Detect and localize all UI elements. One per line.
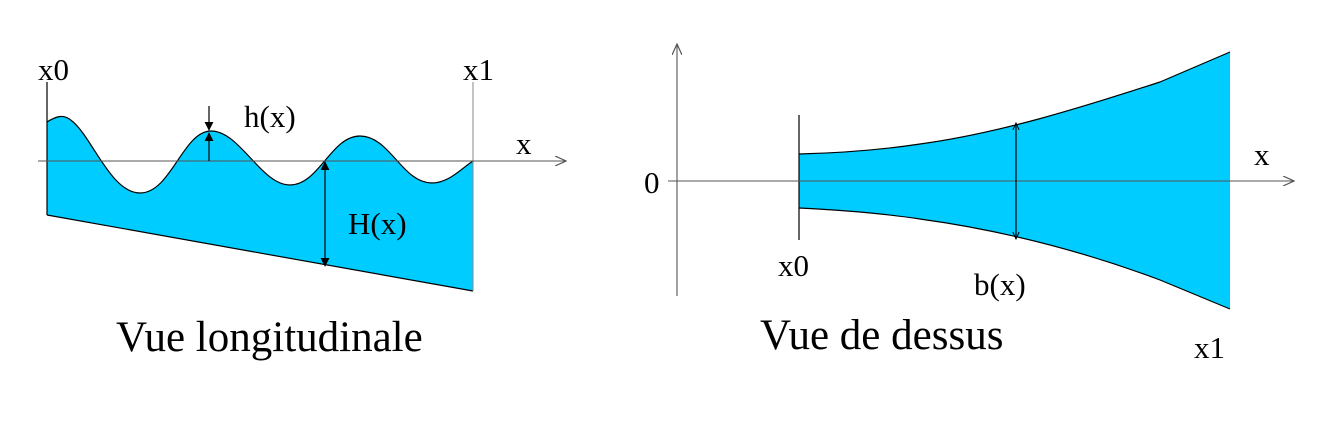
label-x-longitudinal: x: [516, 126, 532, 161]
bed-line: [46, 214, 474, 292]
label-x0-longitudinal: x0: [38, 52, 69, 87]
label-H: H(x): [348, 206, 407, 241]
label-x1-top-view: x1: [1194, 330, 1225, 365]
lower-bank-line: [798, 207, 1231, 310]
caption-top-view: Vue de dessus: [760, 312, 1003, 359]
free-surface-line: [46, 115, 474, 194]
water-section-longitudinal: [47, 116, 473, 291]
top-view: 0 x x0 b(x) x1 Vue de dessus: [644, 44, 1294, 365]
label-zero: 0: [644, 165, 660, 200]
label-x1-longitudinal: x1: [463, 52, 494, 87]
longitudinal-view: x0 x1 x h(x) H(x) Vue longitudinale: [38, 52, 566, 361]
label-x-top-view: x: [1254, 137, 1270, 172]
label-b: b(x): [974, 267, 1026, 302]
label-x0-top-view: x0: [778, 248, 809, 283]
caption-longitudinal: Vue longitudinale: [116, 314, 423, 361]
upper-bank-line: [798, 51, 1231, 155]
label-h: h(x): [244, 99, 296, 134]
